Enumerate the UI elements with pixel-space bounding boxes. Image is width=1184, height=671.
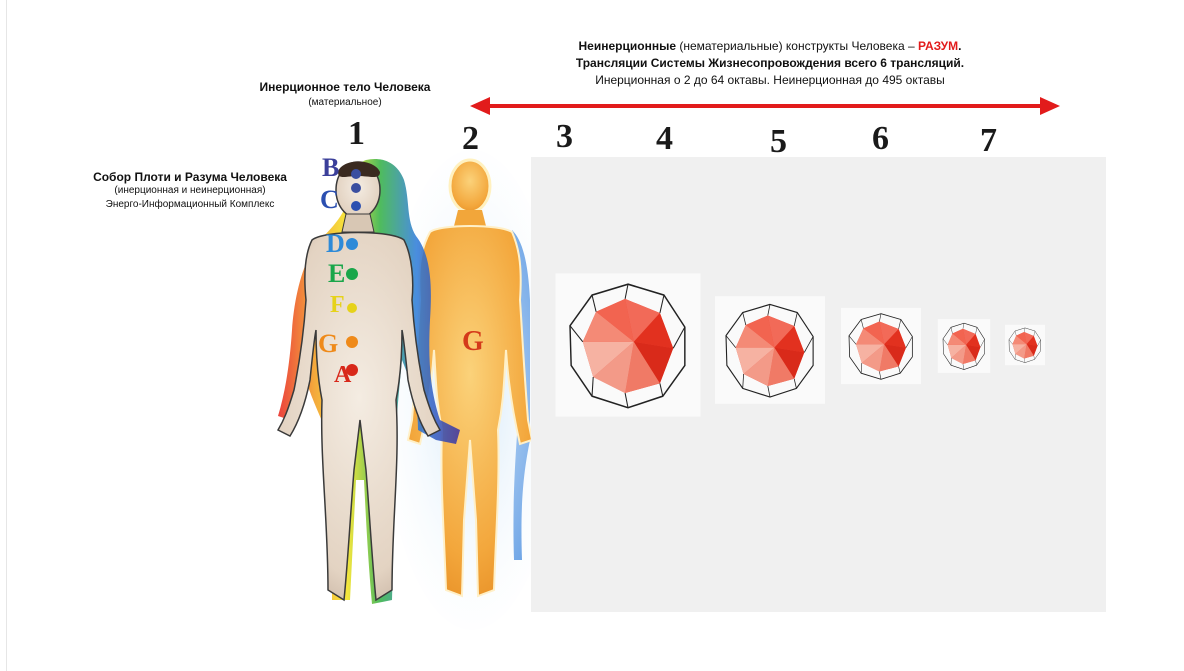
polyhedron-icon-3: [841, 308, 921, 384]
polyhedron-icon-5: [1005, 325, 1045, 365]
polyhedron-icon-2: [715, 296, 825, 404]
polyhedron-icon-1: [556, 273, 701, 416]
polyhedron-icon-4: [938, 319, 991, 373]
